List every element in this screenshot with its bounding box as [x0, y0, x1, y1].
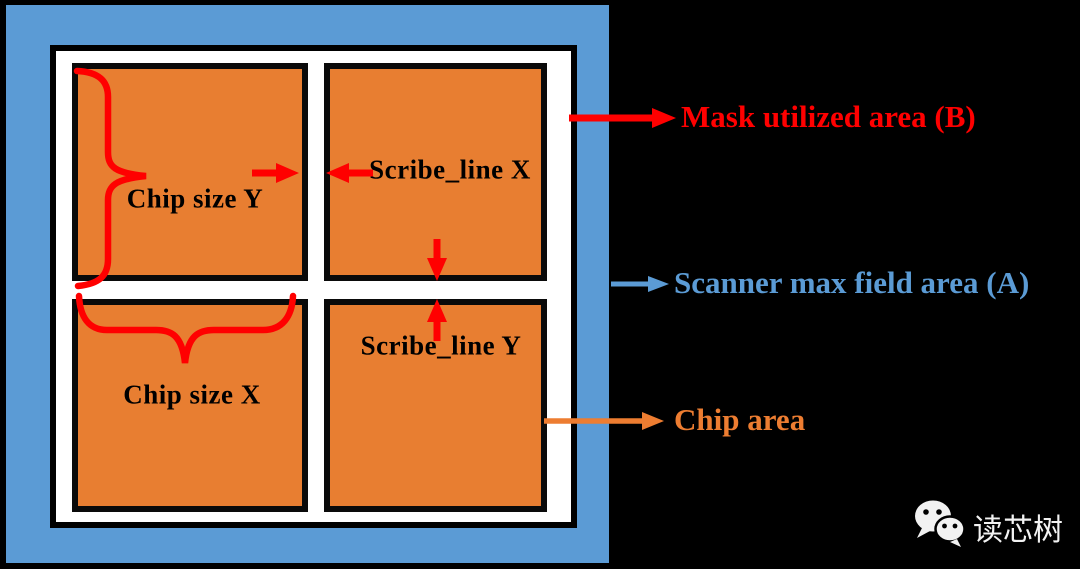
chip-size-x-label: Chip size X: [123, 379, 261, 410]
scribe-line-x-label: Scribe_line X: [369, 154, 531, 185]
watermark-text: 读芯树: [973, 514, 1063, 547]
chip-square-top-left: [72, 63, 308, 281]
scanner-annotation-arrow: [611, 276, 669, 292]
chip-size-y-label: Chip size Y: [126, 183, 264, 214]
scanner-max-field-area-label: Scanner max field area (A): [674, 265, 1030, 300]
mask-utilized-area-label: Mask utilized area (B): [681, 99, 976, 134]
chip-area-label: Chip area: [674, 402, 806, 437]
scribe-line-y-label: Scribe_line Y: [360, 330, 522, 361]
watermark: 读芯树: [911, 497, 1063, 549]
wechat-icon: [915, 500, 966, 547]
chip-square-bottom-right: [324, 299, 547, 512]
